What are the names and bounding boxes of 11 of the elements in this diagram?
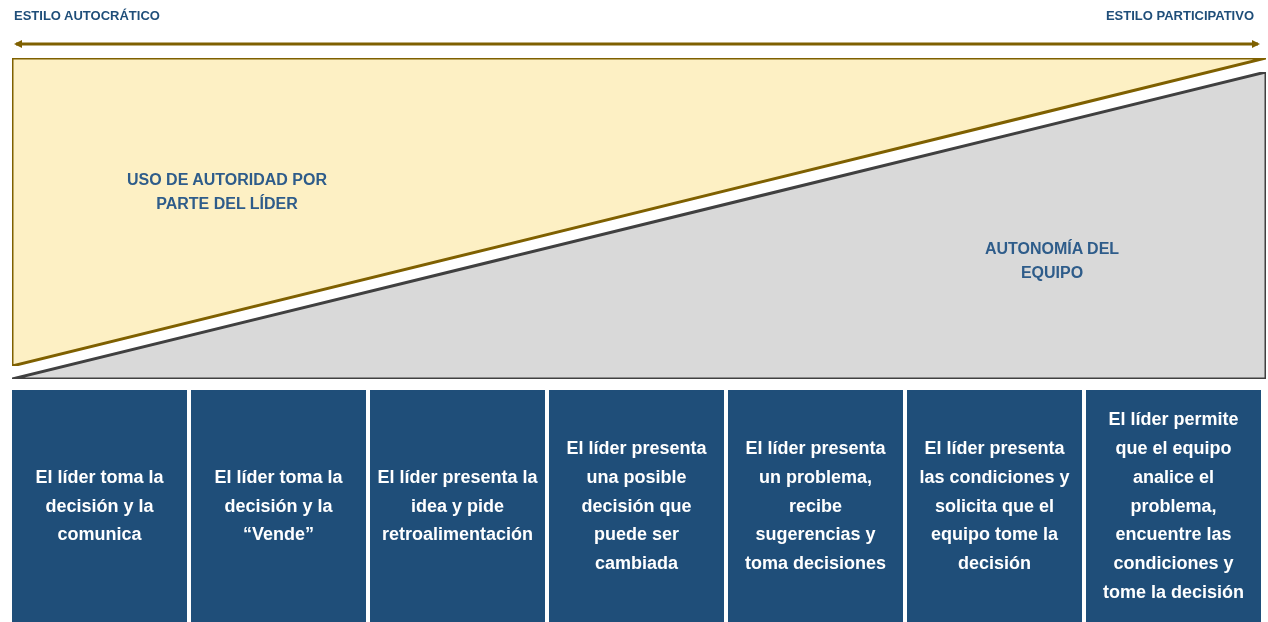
axis-end-label: ESTILO AUTOCRÁTICO <box>14 8 160 23</box>
area-label: AUTONOMÍA DEL EQUIPO <box>983 238 1121 283</box>
step-card: El líder presenta un problema, recibe sugerencias y toma decisiones <box>728 390 903 622</box>
step-card: El líder presenta las condiciones y solicita que el equipo tome la decisión <box>907 390 1082 622</box>
area-label: USO DE AUTORIDAD POR PARTE DEL LÍDER <box>126 170 328 214</box>
step-card: El líder permite que el equipo analice el problema, encuentre las condiciones y tome la decisión <box>1086 390 1261 622</box>
step-card: El líder toma la decisión y la comunica <box>12 390 187 622</box>
step-card: El líder toma la decisión y la “Vende” <box>191 390 366 622</box>
step-card: El líder presenta la idea y pide retroalimentación <box>370 390 545 622</box>
step-card: El líder presenta una posible decisión que puede ser cambiada <box>549 390 724 622</box>
axis-end-label: ESTILO PARTICIPATIVO <box>1105 8 1254 23</box>
